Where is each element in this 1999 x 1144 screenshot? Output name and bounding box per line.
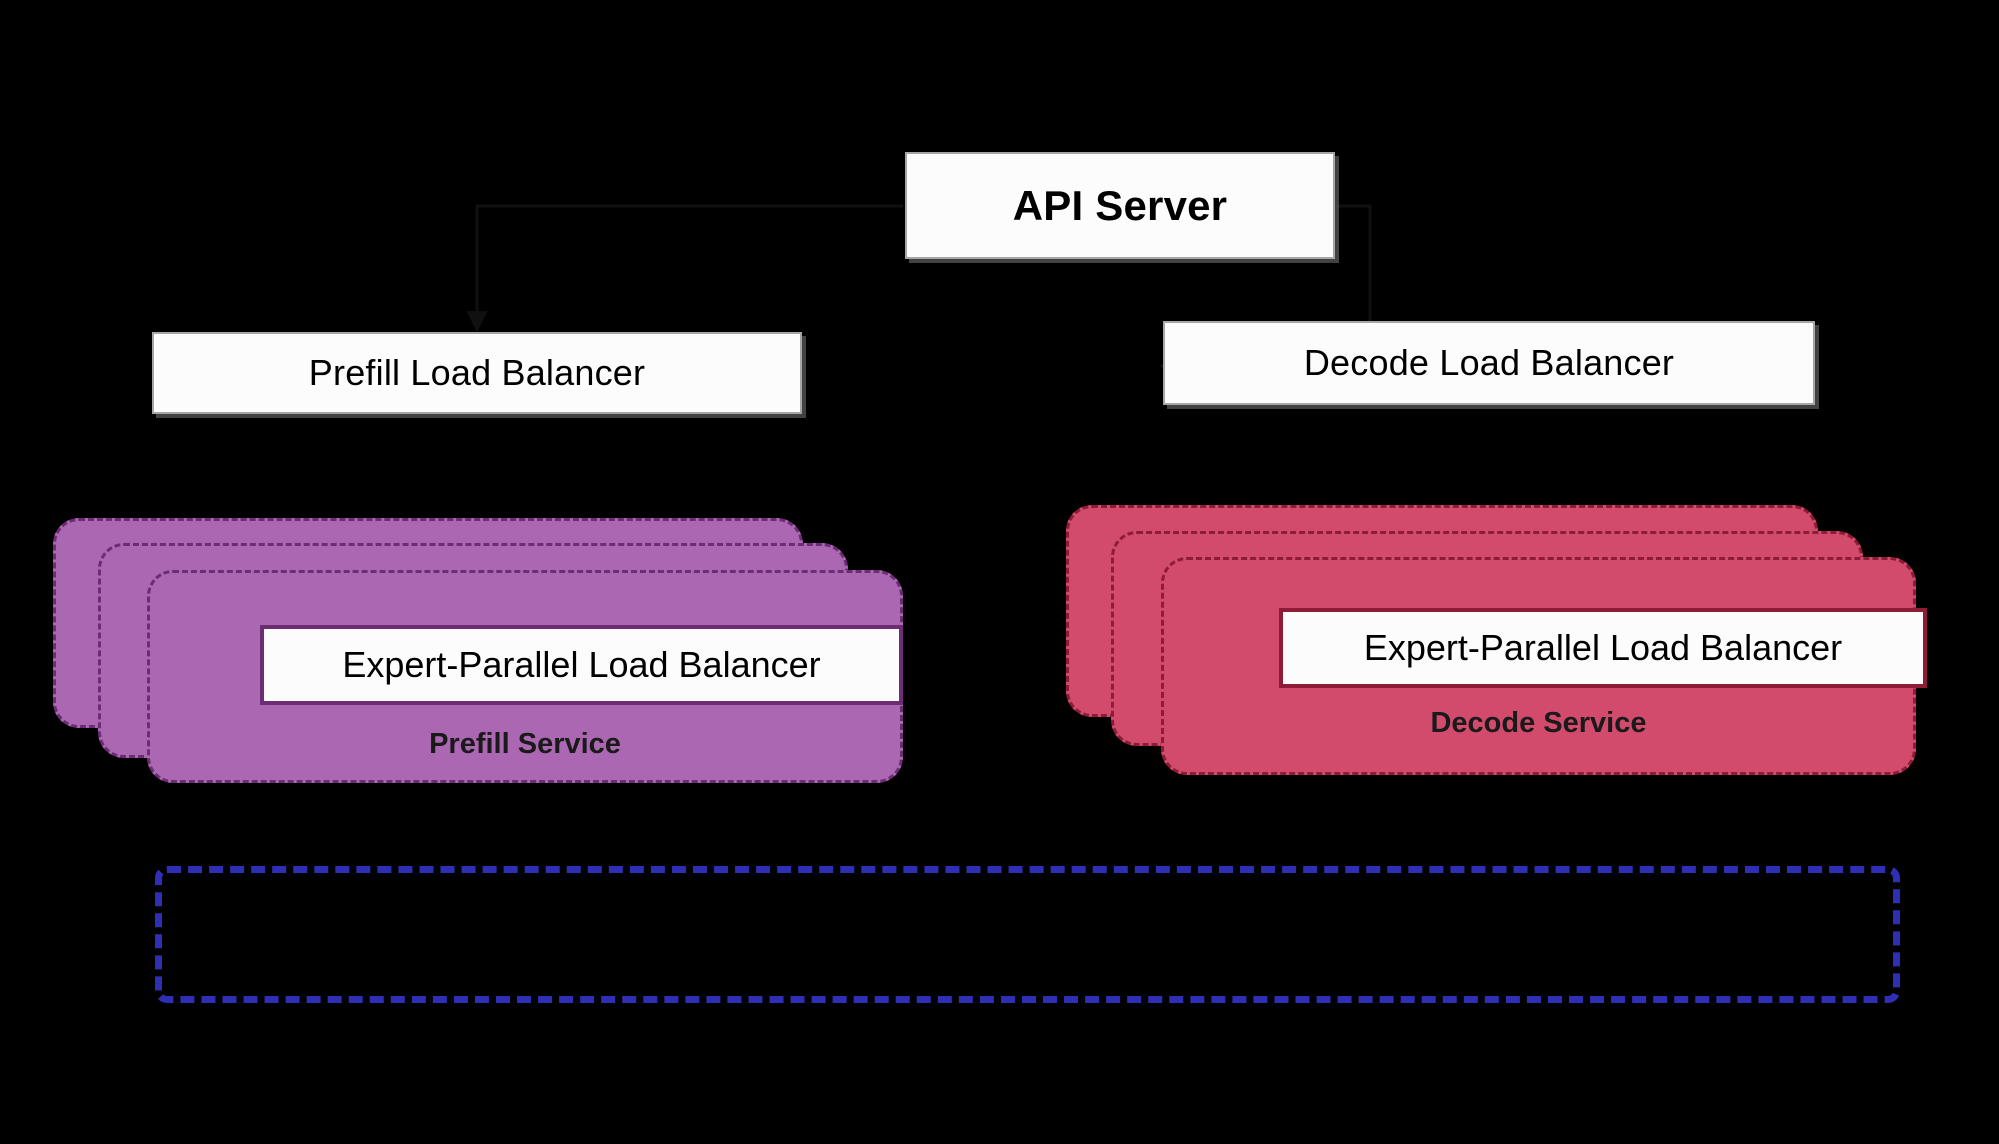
prefill-expert-parallel-load-balancer-node[interactable]: Expert-Parallel Load Balancer — [260, 625, 903, 705]
decode-load-balancer-label: Decode Load Balancer — [1303, 342, 1675, 383]
decode-service-replica-card[interactable]: Expert-Parallel Load Balancer Decode Ser… — [1161, 557, 1927, 775]
decode-expert-parallel-load-balancer-node[interactable]: Expert-Parallel Load Balancer — [1279, 608, 1927, 688]
connector-api-to-prefill-lb — [466, 204, 903, 333]
prefill-expert-parallel-load-balancer-label: Expert-Parallel Load Balancer — [342, 644, 821, 685]
prefill-service-replica-card[interactable]: Expert-Parallel Load Balancer Prefill Se… — [147, 570, 903, 783]
prefill-service-stack: Expert-Parallel Load Balancer Prefill Se… — [53, 518, 903, 783]
prefill-service-caption: Prefill Service — [429, 728, 621, 760]
decode-expert-parallel-load-balancer-label: Expert-Parallel Load Balancer — [1363, 627, 1843, 668]
decode-service-caption: Decode Service — [1430, 707, 1647, 739]
api-server-label: API Server — [1012, 181, 1228, 229]
prefill-load-balancer-label: Prefill Load Balancer — [308, 352, 646, 393]
decode-service-stack: Expert-Parallel Load Balancer Decode Ser… — [1066, 505, 1927, 775]
shared-transfer-region[interactable] — [155, 866, 1900, 1003]
decode-load-balancer-node[interactable]: Decode Load Balancer — [1163, 321, 1815, 405]
prefill-load-balancer-node[interactable]: Prefill Load Balancer — [152, 332, 802, 414]
api-server-node[interactable]: API Server — [905, 152, 1335, 259]
